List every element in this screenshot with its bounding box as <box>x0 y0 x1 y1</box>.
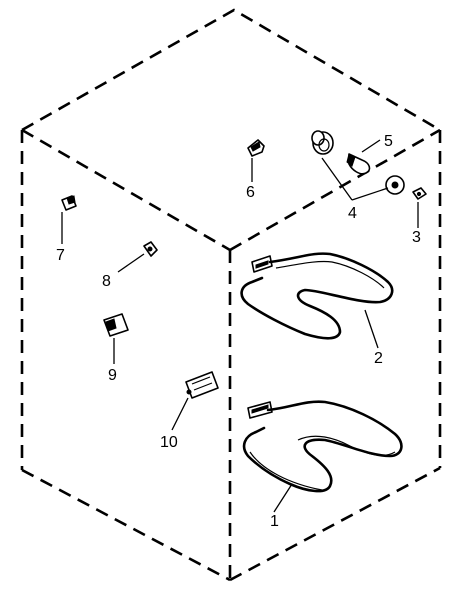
callout-10: 10 <box>160 434 178 451</box>
callout-4: 4 <box>348 205 357 222</box>
cabinet-outline <box>20 8 442 582</box>
callout-2: 2 <box>374 350 383 367</box>
part-7-bracket <box>61 195 77 211</box>
callout-6: 6 <box>246 184 255 201</box>
part-9-switch <box>103 313 129 337</box>
callout-3: 3 <box>412 229 421 246</box>
part-10-terminal-block <box>185 371 219 399</box>
upper-heating-element <box>240 252 394 340</box>
callout-7: 7 <box>56 247 65 264</box>
leader-lines <box>61 139 419 513</box>
part-8-screw <box>143 241 158 257</box>
callout-1: 1 <box>270 513 279 530</box>
callout-9: 9 <box>108 367 117 384</box>
callout-5: 5 <box>384 133 393 150</box>
part-6-clip <box>247 139 265 157</box>
part-5-lamp <box>346 153 371 175</box>
part-3-clip <box>412 187 427 200</box>
callout-8: 8 <box>102 273 111 290</box>
lower-heating-element <box>242 400 403 493</box>
part-4-socket-pair <box>311 130 405 195</box>
